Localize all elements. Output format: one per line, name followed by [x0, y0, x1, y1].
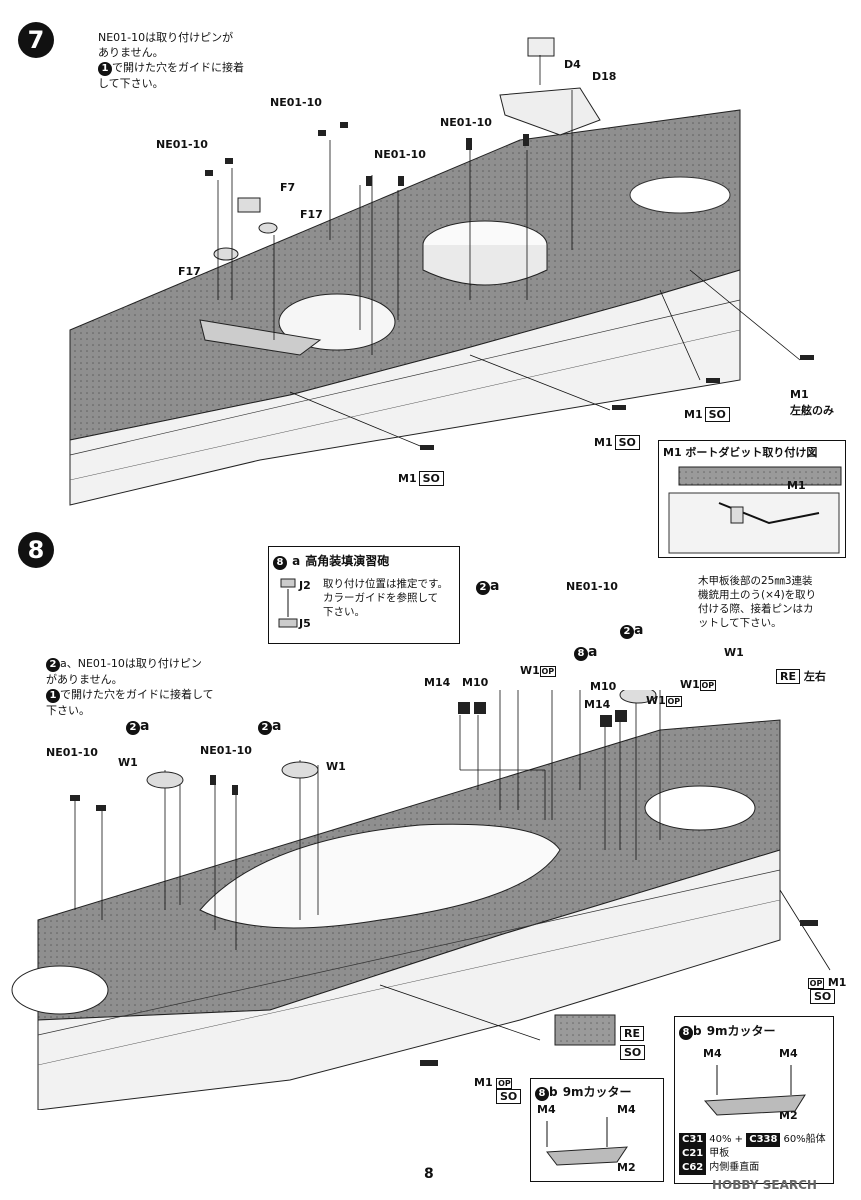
- j2-label: J2: [299, 579, 311, 592]
- ne01-10-label: NE01-10: [566, 580, 618, 593]
- panel-8a-text: 取り付け位置は推定です。 カラーガイドを参照して 下さい。: [323, 578, 448, 618]
- cutter-drawing: [546, 1117, 628, 1166]
- watermark: HOBBY SEARCH: [712, 1178, 817, 1192]
- ne01-10-label: NE01-10: [46, 746, 98, 759]
- step-7-hull-drawing: [69, 37, 814, 506]
- re-so-legend: RE SO: [618, 1022, 646, 1060]
- ne01-10-label: NE01-10: [270, 96, 322, 109]
- f17-label: F17: [300, 208, 323, 221]
- m4-label: M4: [779, 1047, 798, 1060]
- panel-8a-header: 8 a 高角装填演習砲: [269, 547, 459, 573]
- re-port-star-label: RE 左右: [774, 668, 826, 684]
- step-7-badge: 7: [18, 22, 54, 58]
- circle-2-icon: 2: [46, 658, 60, 672]
- sandbag-note: 木甲板後部の25㎜3連装 機銃用土のう(×4)を取り 付ける際、接着ピンはカ ッ…: [698, 575, 817, 629]
- m2-label: M2: [779, 1109, 798, 1122]
- m2-label: M2: [617, 1161, 636, 1174]
- davit-drawing: [668, 466, 842, 554]
- circle-1-icon: 1: [98, 62, 112, 76]
- m1-label: M1: [790, 388, 809, 401]
- inset-title: M1 ボートダビット取り付け図: [663, 446, 818, 459]
- m4-label: M4: [703, 1047, 722, 1060]
- m14-label: M14: [424, 676, 451, 689]
- port-only-label: 左舷のみ: [790, 404, 834, 417]
- page-number: 8: [424, 1166, 434, 1182]
- f7-label: F7: [280, 181, 296, 194]
- m10-label: M10: [462, 676, 489, 689]
- m4-label: M4: [617, 1103, 636, 1116]
- w1-label: W1: [724, 646, 744, 659]
- m1-label: M1: [787, 479, 806, 492]
- d18-label: D18: [592, 70, 617, 83]
- j5-label: J5: [299, 617, 311, 630]
- badge-8-icon: 8: [273, 556, 287, 570]
- boat-davit-inset: M1 ボートダビット取り付け図 M1: [658, 440, 846, 558]
- panel-8a: 8 a 高角装填演習砲 J2 J5 取り付け位置は推定です。 カラーガイドを参照…: [268, 546, 460, 644]
- d4-label: D4: [564, 58, 581, 71]
- panel-8a-title: 高角装填演習砲: [305, 554, 390, 568]
- ne01-10-label: NE01-10: [440, 116, 492, 129]
- step-8-badge: 8: [18, 532, 54, 568]
- m14-label: M14: [584, 698, 611, 711]
- m4-label: M4: [537, 1103, 556, 1116]
- ne01-10-label: NE01-10: [374, 148, 426, 161]
- cutter-drawing: [703, 1065, 806, 1116]
- ne01-10-label: NE01-10: [200, 744, 252, 757]
- circle-1-icon: 1: [46, 689, 60, 703]
- m10-label: M10: [590, 680, 617, 693]
- f17-label: F17: [178, 265, 201, 278]
- w1-label: W1: [326, 760, 346, 773]
- step-8-hull-drawing: [11, 690, 831, 1110]
- ne01-10-label: NE01-10: [156, 138, 208, 151]
- j2-j5-parts: [278, 578, 298, 628]
- w1-label: W1: [118, 756, 138, 769]
